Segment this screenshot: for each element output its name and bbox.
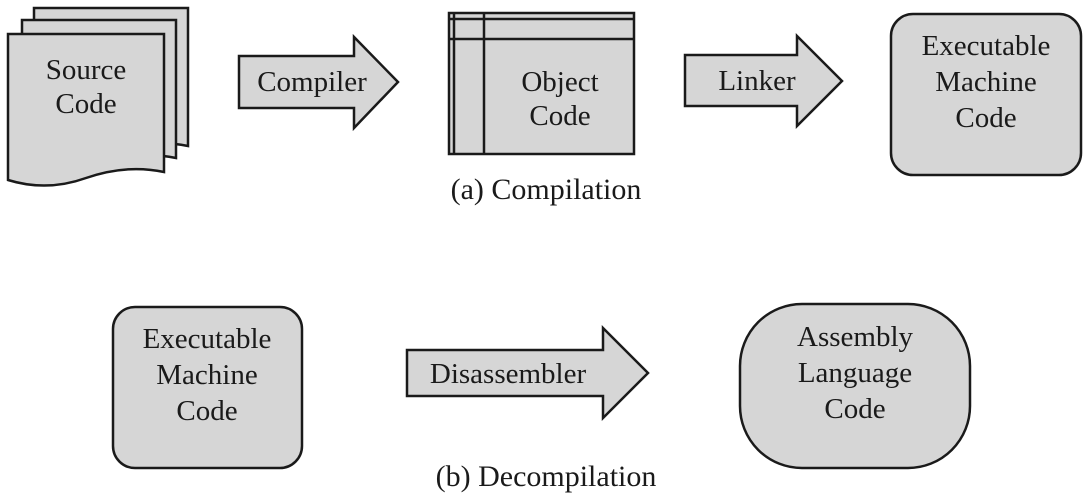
executable-a-label-line2: Machine [935, 66, 1036, 98]
executable-box-a-shape [889, 12, 1083, 177]
source-code-label-line1: Source [46, 54, 127, 86]
linker-arrow: Linker [683, 32, 844, 130]
document-front-sheet [6, 32, 166, 187]
disassembler-arrow-shape [405, 324, 650, 422]
decompilation-section: Executable Machine Code Disassembler Ass… [111, 302, 972, 493]
object-code-box: Object Code [447, 11, 636, 156]
linker-label: Linker [718, 65, 796, 97]
executable-b-label-line2: Machine [156, 359, 257, 391]
assembly-language-code-box: Assembly Language Code [738, 302, 972, 470]
source-code-label-line2: Code [55, 88, 116, 120]
assembly-label-line1: Assembly [797, 321, 914, 353]
disassembler-label: Disassembler [430, 358, 587, 390]
assembly-box-shape [738, 302, 972, 470]
object-code-label-line1: Object [521, 66, 598, 98]
assembly-label-line3: Code [824, 393, 885, 425]
object-code-frame [447, 11, 636, 156]
executable-box-b-shape [111, 305, 304, 470]
decompilation-caption: (b) Decompilation [436, 460, 657, 493]
executable-machine-code-box-b: Executable Machine Code [111, 305, 304, 470]
linker-arrow-shape [683, 32, 844, 130]
executable-b-label-line3: Code [176, 395, 237, 427]
object-code-label-line2: Code [529, 100, 590, 132]
disassembler-arrow: Disassembler [405, 324, 650, 422]
compiler-label: Compiler [257, 66, 367, 98]
executable-a-label-line1: Executable [922, 30, 1051, 62]
compilation-section: Source Code Compiler Object Code Linker … [6, 6, 1083, 206]
compiler-arrow: Compiler [237, 33, 400, 132]
assembly-label-line2: Language [798, 357, 912, 389]
compiler-arrow-shape [237, 33, 400, 132]
executable-b-label-line1: Executable [143, 323, 272, 355]
executable-a-label-line3: Code [955, 102, 1016, 134]
executable-machine-code-box-a: Executable Machine Code [889, 12, 1083, 177]
compilation-caption: (a) Compilation [451, 173, 642, 206]
source-code-documents: Source Code [6, 6, 190, 187]
